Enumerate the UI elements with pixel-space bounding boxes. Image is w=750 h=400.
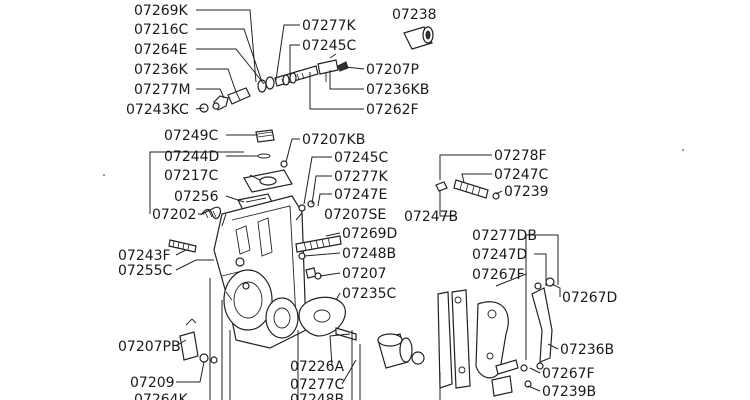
pump-housing: [213, 195, 307, 349]
part-label: 07245C: [302, 38, 357, 54]
part-label: 07247C: [494, 167, 549, 183]
part-label: 07244D: [164, 149, 219, 165]
stray-marks: [103, 149, 684, 176]
part-label: 07249C: [164, 128, 219, 144]
part-label: 07269K: [134, 3, 189, 19]
part-label: 07277K: [334, 169, 389, 185]
part-label: 07277DB: [472, 228, 537, 244]
linkage-assembly: [435, 179, 555, 397]
part-label: 07207: [342, 266, 387, 282]
part-label: 07247B: [404, 209, 458, 225]
part-label: 07238: [392, 7, 437, 23]
part-label: 07236KB: [366, 82, 429, 98]
part-label: 07239B: [542, 384, 596, 400]
part-label: 07239: [504, 184, 549, 200]
part-label: 07243KC: [126, 102, 189, 118]
part-label: 07267F: [542, 366, 595, 382]
part-drawings: [168, 26, 555, 397]
part-label: 07245C: [334, 150, 389, 166]
part-label: 07247E: [334, 187, 387, 203]
shaft-assembly: [199, 53, 349, 113]
part-label: 07207P: [366, 62, 419, 78]
plug-part: [403, 26, 434, 50]
part-label: 07243F: [118, 248, 171, 264]
part-label: 07207KB: [302, 132, 365, 148]
leader-lines: [149, 9, 561, 400]
part-label: 07278F: [494, 148, 547, 164]
part-label: 07236B: [560, 342, 614, 358]
part-label: 07248B: [342, 246, 396, 262]
part-label: 07236K: [134, 62, 189, 78]
part-label: 07207PB: [118, 339, 181, 355]
part-label: 07264E: [134, 42, 187, 58]
part-label: 07262F: [366, 102, 419, 118]
part-label: 07277K: [302, 18, 357, 34]
left-fittings: [168, 239, 218, 364]
part-label: 07264K: [134, 392, 189, 400]
part-label: 07209: [130, 375, 175, 391]
part-label: 07226A: [290, 359, 345, 375]
part-label: 07255C: [118, 263, 173, 279]
part-label: 07267D: [562, 290, 617, 306]
part-label: 07277M: [134, 82, 191, 98]
part-label: 07207SE: [324, 207, 386, 223]
part-label: 07247D: [472, 247, 527, 263]
part-label: 07248B: [290, 392, 344, 400]
part-label: 07216C: [134, 22, 189, 38]
part-labels: 07269K 07216C 07264E 07236K 07277M 07243…: [118, 3, 617, 400]
housing-fittings: [295, 200, 425, 369]
part-label: 07267F: [472, 267, 525, 283]
part-label: 07277C: [290, 377, 345, 393]
part-label: 07235C: [342, 286, 397, 302]
part-label: 07202: [152, 207, 197, 223]
part-label: 07256: [174, 189, 219, 205]
part-label: 07217C: [164, 168, 219, 184]
part-label: 07269D: [342, 226, 397, 242]
